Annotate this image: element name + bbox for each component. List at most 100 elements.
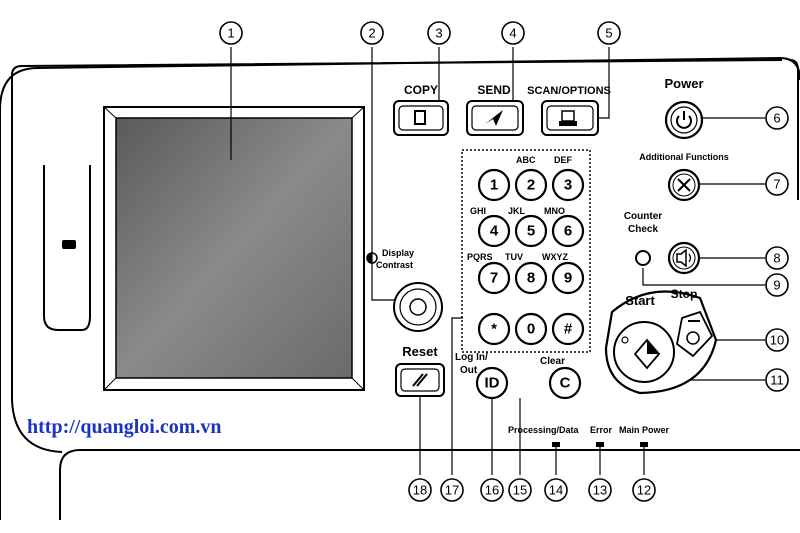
svg-text:8: 8 <box>527 270 535 287</box>
keypad-key[interactable]: 6 <box>551 214 585 248</box>
svg-text:2: 2 <box>527 177 535 194</box>
additional-functions-button[interactable]: Additional Functions <box>639 152 729 202</box>
svg-text:Log In/: Log In/ <box>455 352 488 363</box>
svg-text:11: 11 <box>770 373 784 388</box>
svg-text:Counter: Counter <box>624 211 662 222</box>
svg-text:Check: Check <box>628 224 658 235</box>
svg-text:0: 0 <box>527 321 535 338</box>
callout-11: 11 <box>765 368 789 392</box>
svg-text:3: 3 <box>435 26 442 41</box>
svg-text:1: 1 <box>490 177 498 194</box>
callout-2: 2 <box>360 21 384 45</box>
svg-text:Reset: Reset <box>402 344 438 359</box>
svg-text:Additional Functions: Additional Functions <box>639 152 729 162</box>
svg-text:9: 9 <box>564 270 572 287</box>
svg-text:6: 6 <box>564 223 572 240</box>
svg-text:12: 12 <box>637 483 651 498</box>
svg-text:4: 4 <box>490 223 499 240</box>
svg-text:5: 5 <box>527 223 535 240</box>
svg-text:Power: Power <box>664 76 703 91</box>
svg-text:7: 7 <box>490 270 498 287</box>
main-power-indicator: Main Power <box>619 425 670 435</box>
svg-text:6: 6 <box>773 111 780 126</box>
keypad-key[interactable]: 2 <box>514 168 548 202</box>
keypad-key[interactable]: 4 <box>477 214 511 248</box>
svg-text:Start: Start <box>625 293 655 308</box>
send-button[interactable]: SEND <box>466 83 524 136</box>
keypad-key[interactable]: 8 <box>514 261 548 295</box>
start-button[interactable]: Start <box>613 293 675 383</box>
callout-18: 18 <box>408 478 432 502</box>
svg-text:Clear: Clear <box>540 356 565 367</box>
svg-text:15: 15 <box>513 483 527 498</box>
svg-text:C: C <box>560 375 571 392</box>
settings-button[interactable] <box>667 241 701 275</box>
reset-button[interactable]: Reset <box>395 344 445 397</box>
callout-13: 13 <box>588 478 612 502</box>
svg-text:2: 2 <box>368 26 375 41</box>
start-icon <box>633 338 661 370</box>
keypad-letter-label: GHI <box>470 206 486 216</box>
keypad-key[interactable]: 5 <box>514 214 548 248</box>
touch-panel-display <box>103 106 365 391</box>
counter-check-button[interactable]: Counter Check <box>624 211 662 266</box>
callout-12: 12 <box>632 478 656 502</box>
svg-text:SCAN/OPTIONS: SCAN/OPTIONS <box>527 85 611 97</box>
callout-3: 3 <box>427 21 451 45</box>
copy-icon <box>414 110 426 125</box>
keypad-key[interactable]: 9 <box>551 261 585 295</box>
display-contrast-dial[interactable]: Display Contrast <box>366 248 443 332</box>
send-icon <box>485 110 503 126</box>
svg-text:#: # <box>564 321 573 338</box>
svg-text:Out: Out <box>460 365 478 376</box>
callout-14: 14 <box>544 478 568 502</box>
svg-text:9: 9 <box>773 278 780 293</box>
callout-17: 17 <box>440 478 464 502</box>
svg-text:5: 5 <box>605 26 612 41</box>
watermark-link: http://quangloi.com.vn <box>27 416 222 438</box>
svg-text:ID: ID <box>485 375 500 392</box>
keypad-key[interactable]: * <box>477 312 511 346</box>
svg-text:7: 7 <box>773 177 780 192</box>
stop-button[interactable]: Stop <box>671 287 714 358</box>
reset-icon <box>412 373 428 387</box>
callout-10: 10 <box>765 328 789 352</box>
scan-options-button[interactable]: SCAN/OPTIONS <box>527 85 611 136</box>
card-slot <box>43 165 91 331</box>
callout-7: 7 <box>765 172 789 196</box>
keypad-letters: ABC DEF GHI JKL MNO PQRS TUV WXYZ <box>467 155 573 262</box>
copy-button[interactable]: COPY <box>393 83 449 136</box>
svg-text:16: 16 <box>485 483 499 498</box>
scan-icon <box>559 110 577 126</box>
login-button[interactable]: Log In/ Out ID <box>455 352 509 400</box>
svg-text:8: 8 <box>773 251 780 266</box>
callout-6: 6 <box>765 106 789 130</box>
power-button[interactable]: Power <box>664 76 704 140</box>
keypad-letter-label: MNO <box>544 206 565 216</box>
svg-text:Contrast: Contrast <box>376 260 413 270</box>
keypad-letter-label: JKL <box>508 206 526 216</box>
keypad-key[interactable]: 3 <box>551 168 585 202</box>
keypad-key[interactable]: # <box>551 312 585 346</box>
svg-text:17: 17 <box>445 483 459 498</box>
svg-text:4: 4 <box>509 26 516 41</box>
keypad-letter-label: WXYZ <box>542 252 569 262</box>
callout-9: 9 <box>765 273 789 297</box>
keypad-key[interactable]: 7 <box>477 261 511 295</box>
keypad-frame <box>461 149 591 353</box>
keypad-letter-label: DEF <box>554 155 573 165</box>
clear-button[interactable]: Clear C <box>540 356 582 400</box>
indicator-labels: Processing/Data Error Main Power <box>508 425 670 447</box>
keypad-letter-label: TUV <box>505 252 523 262</box>
error-indicator: Error <box>590 425 613 435</box>
keypad-letter-label: PQRS <box>467 252 493 262</box>
tools-icon <box>677 178 691 192</box>
svg-text:13: 13 <box>593 483 607 498</box>
keypad-letter-label: ABC <box>516 155 536 165</box>
callout-16: 16 <box>480 478 504 502</box>
keypad-key[interactable]: 0 <box>514 312 548 346</box>
keypad-key[interactable]: 1 <box>477 168 511 202</box>
power-icon <box>676 111 692 129</box>
